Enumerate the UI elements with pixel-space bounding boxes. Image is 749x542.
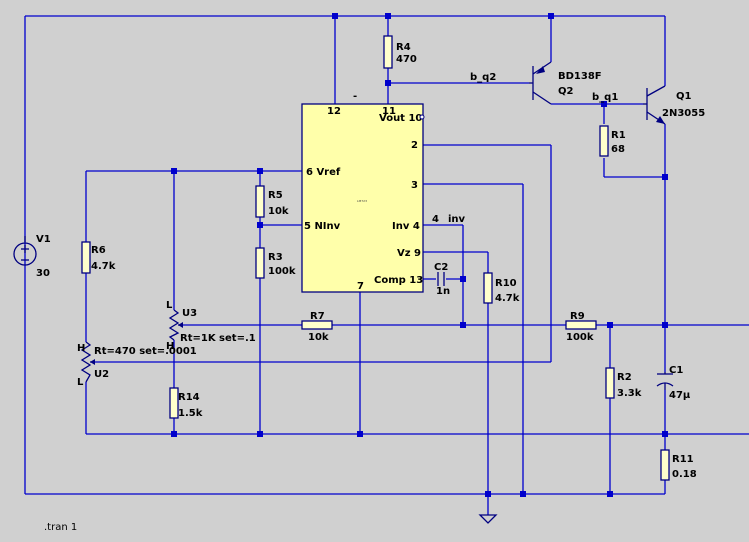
- r14-name: R14: [178, 392, 200, 403]
- r6-name: R6: [91, 245, 106, 256]
- u2-low-terminal: L: [77, 377, 84, 388]
- r10-value: 4.7k: [495, 293, 520, 304]
- r3-resistor[interactable]: R3 100k: [255, 247, 296, 279]
- r5-resistor[interactable]: R5 10k: [255, 185, 289, 218]
- wires: [24, 15, 749, 515]
- ic-pin-11: 11: [382, 106, 396, 117]
- ic-minus-mark: -: [353, 91, 357, 102]
- u3-low-terminal: L: [166, 300, 173, 311]
- r7-value: 10k: [308, 332, 329, 343]
- r2-value: 3.3k: [617, 388, 642, 399]
- q2-transistor[interactable]: BD138F Q2: [529, 61, 602, 105]
- r11-value: 0.18: [672, 469, 697, 480]
- r3-name: R3: [268, 252, 283, 263]
- r6-value: 4.7k: [91, 261, 116, 272]
- c2-capacitor[interactable]: C2 1n: [434, 262, 450, 297]
- q1-transistor[interactable]: Q1 2N3055: [643, 85, 705, 125]
- r3-value: 100k: [268, 266, 296, 277]
- ic-pin-3: 3: [411, 180, 418, 191]
- ic-pin-12: 12: [327, 106, 341, 117]
- r10-resistor[interactable]: R10 4.7k: [483, 272, 520, 304]
- u3-high-terminal: H: [166, 341, 174, 352]
- r4-value: 470: [396, 54, 417, 65]
- q2-name: Q2: [558, 86, 574, 97]
- spice-directive[interactable]: .tran 1: [44, 522, 77, 533]
- r2-resistor[interactable]: R2 3.3k: [605, 367, 642, 399]
- c1-name: C1: [669, 365, 683, 376]
- v1-name: V1: [36, 234, 51, 245]
- v1-source[interactable]: V1 30: [13, 234, 51, 279]
- r1-name: R1: [611, 130, 626, 141]
- ic-pin-vref: 6 Vref: [306, 167, 341, 178]
- r4-resistor[interactable]: R4 470: [383, 35, 417, 69]
- u2-high-terminal: H: [77, 343, 85, 354]
- r7-resistor[interactable]: R7 10k: [301, 311, 333, 343]
- ic-title: LM723: [357, 199, 367, 203]
- q1-name: Q1: [676, 91, 692, 102]
- ic-pin-inv: Inv 4: [392, 221, 420, 232]
- u2-name: U2: [94, 369, 109, 380]
- r9-name: R9: [570, 311, 585, 322]
- v1-value: 30: [36, 268, 50, 279]
- r11-name: R11: [672, 454, 694, 465]
- r1-resistor[interactable]: R1 68: [599, 125, 626, 157]
- net-label-b-q2: b_q2: [470, 72, 496, 83]
- r2-name: R2: [617, 372, 632, 383]
- ic-pin-comp: Comp 13: [374, 275, 423, 286]
- u3-potentiometer[interactable]: L H U3 Rt=1K set=.1: [166, 300, 256, 352]
- ic-pin-vout: Vout 10: [379, 113, 422, 124]
- net-label-b-q1: b_q1: [592, 92, 618, 103]
- ic-pin-vz: Vz 9: [397, 248, 421, 259]
- r11-resistor[interactable]: R11 0.18: [660, 449, 697, 481]
- u3-params: Rt=1K set=.1: [180, 333, 256, 344]
- lm723-ic[interactable]: LM723 - 12 11 Vout 10 2 6 Vref 3 5 NInv …: [301, 91, 425, 293]
- ic-pin-ninv: 5 NInv: [304, 221, 341, 232]
- ground-symbol[interactable]: [478, 514, 498, 524]
- c2-value: 1n: [436, 286, 450, 297]
- ic-pin-7: 7: [357, 281, 364, 292]
- net-label-inv: inv: [448, 214, 466, 225]
- q2-model: BD138F: [558, 71, 602, 82]
- u2-potentiometer[interactable]: H L Rt=470 set=.0001 U2: [77, 341, 197, 388]
- r5-name: R5: [268, 190, 283, 201]
- c1-value: 47µ: [669, 390, 691, 401]
- ic-pin-2: 2: [411, 140, 418, 151]
- c2-name: C2: [434, 262, 448, 273]
- r1-value: 68: [611, 144, 625, 155]
- junction-dots: [171, 13, 668, 497]
- r14-resistor[interactable]: R14 1.5k: [169, 387, 203, 419]
- u3-name: U3: [182, 308, 197, 319]
- r6-resistor[interactable]: R6 4.7k: [81, 241, 116, 274]
- r10-name: R10: [495, 278, 517, 289]
- r7-name: R7: [310, 311, 325, 322]
- c1-capacitor[interactable]: C1 47µ: [656, 365, 691, 401]
- r14-value: 1.5k: [178, 408, 203, 419]
- q1-model: 2N3055: [662, 108, 705, 119]
- net-label-inv-pin: 4: [432, 214, 439, 225]
- u2-params: Rt=470 set=.0001: [94, 346, 197, 357]
- r4-name: R4: [396, 42, 411, 53]
- r5-value: 10k: [268, 206, 289, 217]
- r9-resistor[interactable]: R9 100k: [565, 311, 597, 343]
- r9-value: 100k: [566, 332, 594, 343]
